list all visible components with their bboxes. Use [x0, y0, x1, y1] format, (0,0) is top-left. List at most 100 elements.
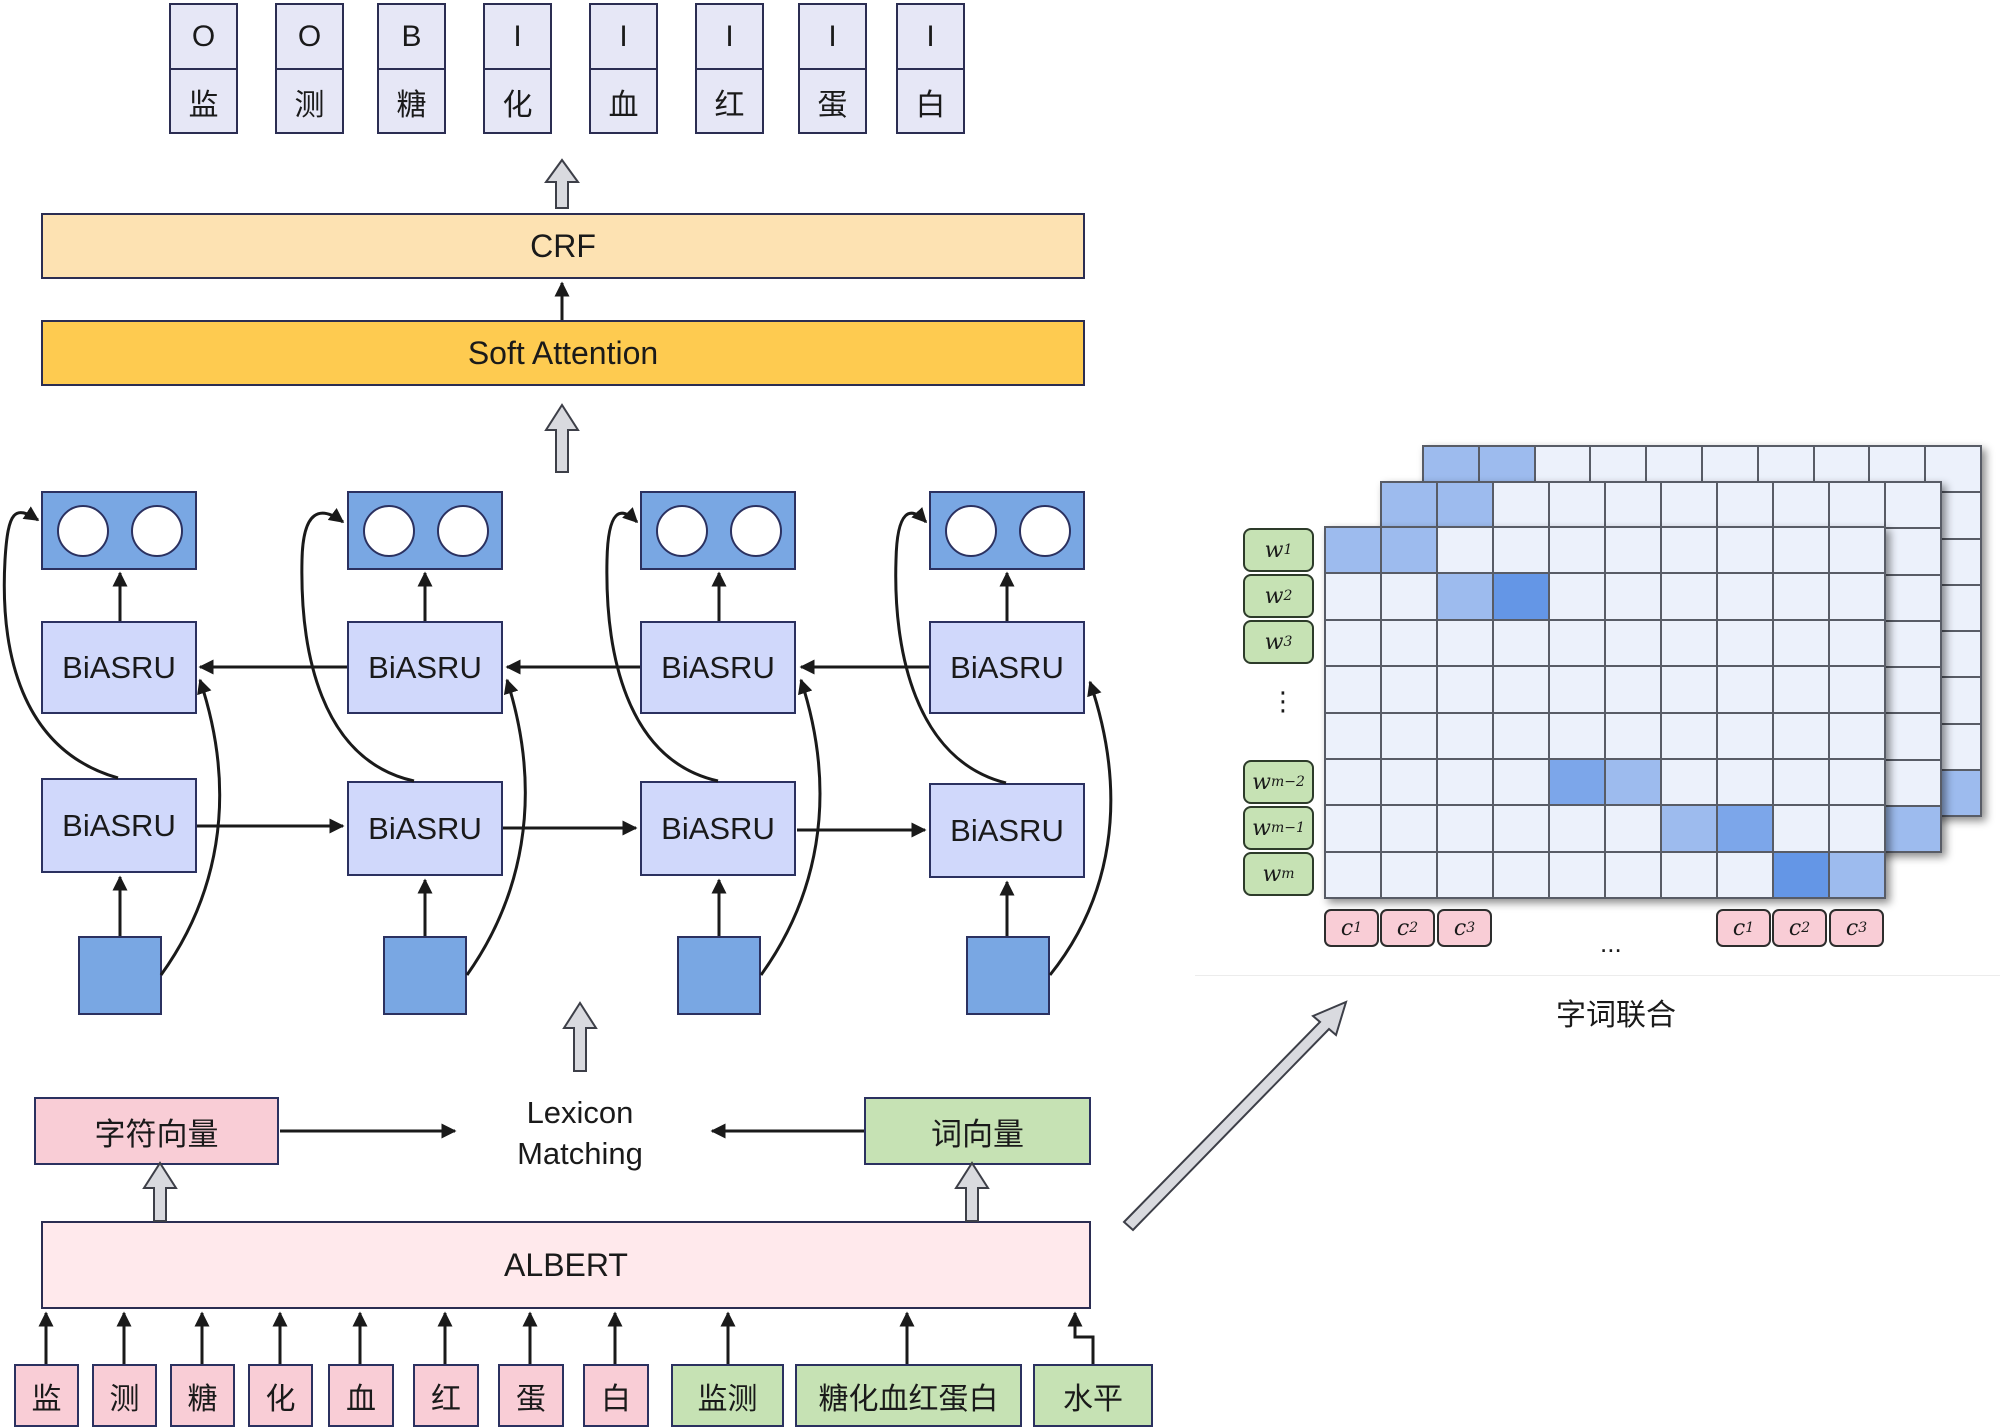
bio-tag-label: O: [277, 5, 342, 70]
matrix-cell: [1494, 667, 1548, 712]
hidden-output-box: [929, 491, 1085, 570]
label-subscript: 2: [1283, 588, 1293, 604]
matrix-cell: [1438, 852, 1492, 897]
matrix-cell: [1606, 852, 1660, 897]
matrix-cell: [1438, 667, 1492, 712]
matrix-cell: [1774, 574, 1828, 619]
label-base: w: [1264, 537, 1284, 563]
input-word-token: 监测: [671, 1364, 784, 1427]
char-vector-label: 字符向量: [94, 1116, 219, 1152]
label-subscript: m−1: [1270, 820, 1305, 836]
label-base: c: [1788, 915, 1802, 941]
matrix-cell: [1718, 713, 1772, 758]
tagged-character: 红: [714, 89, 745, 122]
matrix-cell: [1886, 806, 1940, 851]
bio-tag-label: I: [697, 5, 762, 70]
lexicon-matching-line-2: Matching: [517, 1136, 643, 1171]
bio-tag-label: I: [591, 5, 656, 70]
matrix-cell: [1886, 621, 1940, 666]
matrix-cell: [1382, 574, 1436, 619]
word-vector-label: 词向量: [931, 1116, 1024, 1152]
tagged-character: 测: [294, 89, 325, 122]
albert-layer: ALBERT: [41, 1221, 1091, 1309]
label-subscript: 3: [1466, 920, 1476, 936]
matrix-cell: [1326, 667, 1380, 712]
matrix-cell: [1494, 759, 1548, 805]
matrix-cell: [1718, 759, 1772, 805]
word-vector-box: 词向量: [864, 1097, 1091, 1165]
label-subscript: 3: [1858, 920, 1868, 936]
biasru-label: BiASRU: [368, 810, 482, 846]
neuron-circle: [57, 505, 109, 557]
input-embedding-square: [78, 936, 162, 1015]
matrix-cell: [1606, 620, 1660, 666]
matrix-cell: [1718, 574, 1772, 619]
matrix-cell: [1382, 852, 1436, 897]
skip-curve: [159, 678, 222, 976]
matrix-cell: [1662, 852, 1716, 897]
token-text: 化: [265, 1382, 296, 1416]
crf-layer: CRF: [41, 213, 1085, 279]
matrix-cell: [1382, 667, 1436, 712]
label-base: c: [1453, 915, 1467, 941]
token-text: 水平: [1063, 1382, 1123, 1416]
soft-attention-layer: Soft Attention: [41, 320, 1085, 386]
skip-curve: [894, 507, 1007, 785]
matrix-cell: [1382, 806, 1436, 851]
label-base: c: [1845, 915, 1859, 941]
row-ellipsis: ⋮: [1270, 686, 1296, 716]
neuron-circle: [1019, 505, 1071, 557]
input-char-token: 监: [14, 1364, 79, 1427]
matrix-cell: [1550, 852, 1604, 897]
label-base: w: [1252, 769, 1271, 795]
tagged-character: 化: [502, 89, 533, 122]
matrix-cell: [1718, 852, 1772, 897]
biasru-backward-cell: BiASRU: [41, 621, 197, 714]
matrix-cell: [1774, 806, 1828, 851]
bio-tag-label: I: [485, 5, 550, 70]
bio-tag-label: I: [800, 5, 865, 70]
input-char-token: 测: [92, 1364, 157, 1427]
matrix-cell: [1382, 713, 1436, 758]
matrix-cell: [1774, 667, 1828, 712]
matrix-cell: [1550, 759, 1604, 805]
hollow-up-arrow: [562, 1001, 598, 1072]
hollow-up-arrow: [142, 1161, 178, 1222]
matrix-cell: [1886, 760, 1940, 805]
neuron-circle: [656, 505, 708, 557]
label-base: w: [1264, 583, 1284, 609]
matrix-cell: [1718, 806, 1772, 851]
bio-tag-label: O: [171, 5, 236, 70]
input-char-token: 化: [248, 1364, 313, 1427]
input-char-token: 蛋: [498, 1364, 564, 1427]
biasru-label: BiASRU: [661, 810, 775, 846]
label-subscript: 3: [1283, 634, 1293, 650]
matrix-cell: [1886, 483, 1940, 528]
biasru-label: BiASRU: [62, 807, 176, 843]
biasru-label: BiASRU: [62, 649, 176, 685]
biasru-label: BiASRU: [368, 649, 482, 685]
matrix-cell: [1326, 620, 1380, 666]
matrix-cell: [1830, 667, 1884, 712]
matrix-cell: [1550, 574, 1604, 619]
fusion-matrix-front: [1324, 526, 1886, 899]
matrix-cell: [1830, 528, 1884, 573]
matrix-cell: [1550, 713, 1604, 758]
neuron-circle: [131, 505, 183, 557]
soft-attention-label: Soft Attention: [467, 334, 659, 371]
input-embedding-square: [383, 936, 467, 1015]
matrix-cell: [1662, 483, 1716, 528]
tagged-character: 血: [608, 89, 639, 122]
column-ellipsis: ...: [1600, 928, 1622, 958]
